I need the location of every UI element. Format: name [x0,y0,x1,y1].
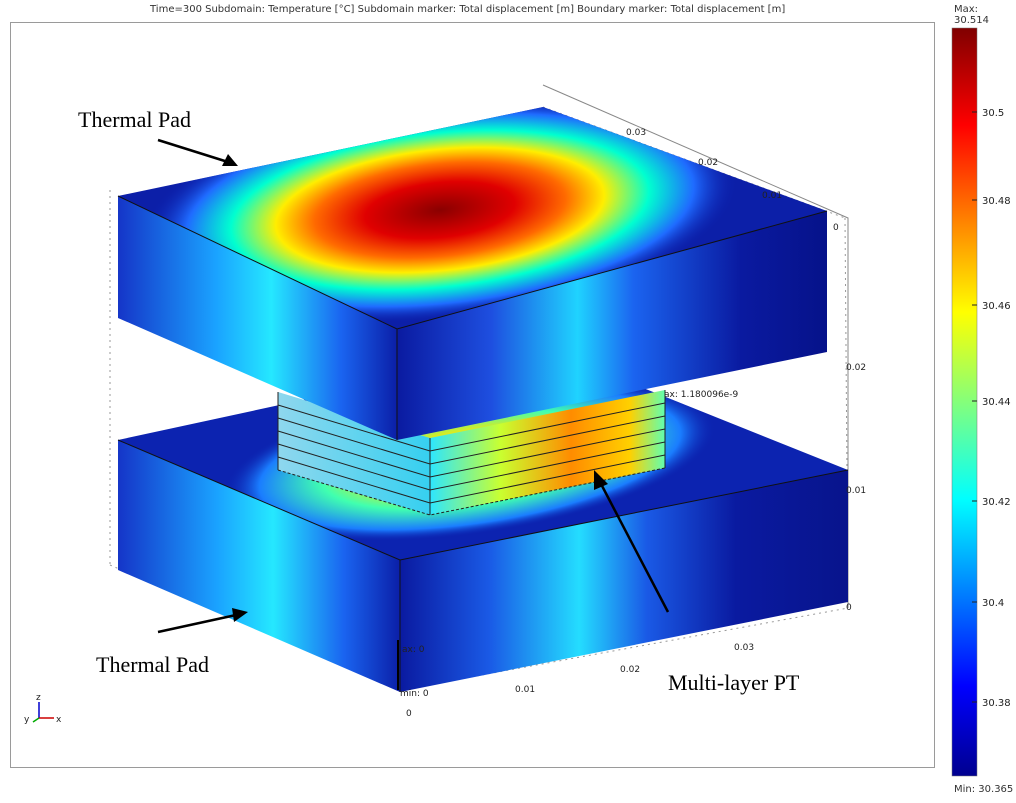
colorbar-max-label: Max: 30.514 [954,4,989,26]
stack-annotation: Multi-layer PT [668,670,800,695]
top-pad-annotation: Thermal Pad [78,107,191,132]
top-thermal-pad [117,107,828,440]
colorbar-tick-0: 30.5 [982,108,1004,119]
triad-y-label: y [24,715,30,725]
tick-vertical-2: 0 [846,603,852,613]
tick-vertical-0: 0.02 [846,363,866,373]
colorbar-tick-6: 30.38 [982,698,1011,709]
bottom-pad-left-face [118,440,400,692]
triad-x-label: x [56,715,62,725]
colorbar-tick-1: 30.48 [982,196,1011,207]
top-pad-left-face [118,196,397,440]
max-small-label: ax: 0 [402,645,425,655]
plot-header: Time=300 Subdomain: Temperature [°C] Sub… [150,4,786,15]
tick-bottom-1: 0.02 [620,665,640,675]
triad-z-label: z [36,693,41,703]
colorbar: 30.5 30.48 30.46 30.44 30.42 30.4 30.38 [951,27,1011,777]
colorbar-gradient [951,27,978,777]
multilayer-stack [277,390,666,516]
colorbar-tick-2: 30.46 [982,301,1011,312]
tick-right-top-0: 0.03 [626,128,646,138]
tick-bottom-0: 0.03 [734,643,754,653]
tick-right-top-3: 0 [833,223,839,233]
tick-vertical-1: 0.01 [846,486,866,496]
colorbar-min-label: Min: 30.365 [954,784,1014,795]
top-pad-front-face [397,211,827,440]
axis-tick-labels: 0.03 0.02 0.01 0 0.02 0.01 0 0.03 0.02 0… [406,128,866,719]
tick-right-top-2: 0.01 [762,191,782,201]
tick-right-top-1: 0.02 [698,158,718,168]
bottom-pad-front-face [400,470,848,692]
colorbar-tick-3: 30.44 [982,397,1011,408]
colorbar-tick-5: 30.4 [982,598,1004,609]
tick-bottom-3: 0 [406,709,412,719]
colorbar-tick-4: 30.42 [982,497,1011,508]
bottom-pad-annotation: Thermal Pad [96,652,209,677]
tick-bottom-2: 0.01 [515,685,535,695]
axis-triad: z y x [24,693,62,725]
min-marker-label: min: 0 [400,689,429,699]
max-marker-label: ax: 1.180096e-9 [664,390,738,400]
annotation-arrows [157,138,670,634]
